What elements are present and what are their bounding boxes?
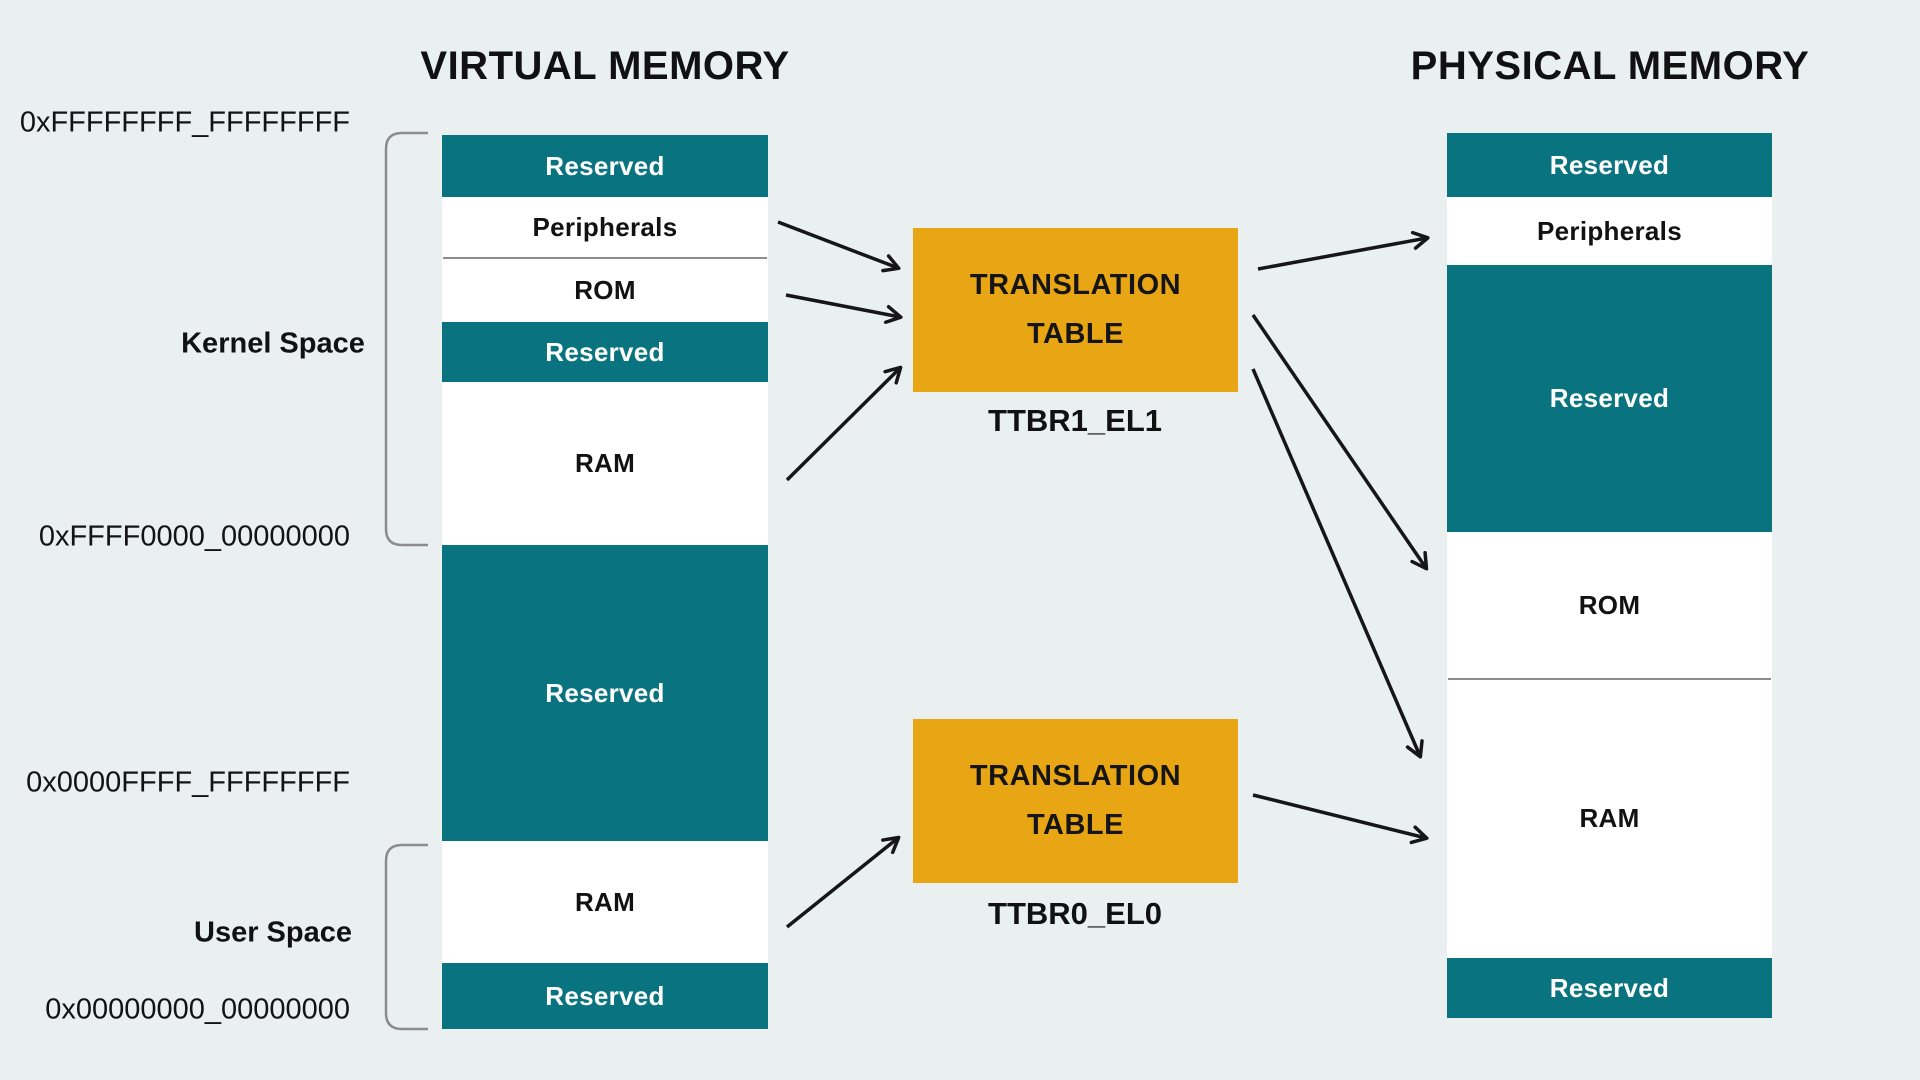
kernel-space-bracket [384,131,428,547]
ttbr1-register-label: TTBR1_EL1 [988,403,1162,438]
translation-table-ttbr0: TRANSLATION TABLE [913,719,1238,883]
translation-table-label-line2: TABLE [1026,318,1124,350]
segment-label: Reserved [545,150,665,181]
user-space-label: User Space [194,916,352,949]
physical-memory-title: PHYSICAL MEMORY [1410,44,1810,88]
arrow-ram-to-tt1 [785,365,903,482]
pm-segment-reserved-large: Reserved [1447,265,1772,532]
ttbr0-register-label: TTBR0_EL0 [988,896,1162,931]
segment-label: RAM [574,886,636,917]
vm-segment-ram-kernel: RAM [442,382,768,545]
address-label-kernel-bottom: 0xFFFF0000_00000000 [38,520,350,553]
segment-label: RAM [1579,803,1640,833]
vm-segment-rom: ROM [442,258,768,322]
segment-label: Reserved [545,677,665,708]
arrow-ram-to-tt0 [785,835,901,929]
virtual-memory-column: Reserved Peripherals ROM Reserved RAM Re… [442,135,768,1029]
segment-label: Reserved [545,336,665,367]
arrow-rom-to-tt1 [785,293,903,324]
arrow-peripherals-to-tt1 [777,220,901,273]
vm-segment-peripherals: Peripherals [442,197,768,258]
segment-label: Peripherals [1537,215,1682,246]
segment-label: ROM [1578,590,1641,620]
arrow-tt1-to-rom [1251,314,1429,571]
pm-segment-ram: RAM [1447,679,1772,958]
vm-segment-reserved-large: Reserved [442,545,768,841]
segment-label: Reserved [545,980,665,1011]
segment-label: RAM [574,448,636,478]
pm-segment-reserved-bottom: Reserved [1447,958,1772,1018]
translation-table-label-line1: TRANSLATION [969,269,1182,301]
segment-label: Peripherals [532,212,678,242]
segment-label: Reserved [1549,149,1670,180]
segment-label: Reserved [1549,972,1670,1003]
vm-segment-reserved-2: Reserved [442,322,768,382]
vm-segment-reserved-top: Reserved [442,135,768,197]
pm-segment-rom: ROM [1447,532,1772,679]
segment-label: ROM [574,274,636,305]
pm-segment-reserved-top: Reserved [1447,133,1772,197]
arrow-tt1-to-peripherals [1257,230,1430,271]
address-label-bottom: 0x00000000_00000000 [45,993,350,1026]
translation-table-ttbr1: TRANSLATION TABLE [913,228,1238,392]
vm-segment-reserved-bottom: Reserved [442,963,768,1029]
physical-memory-column: Reserved Peripherals Reserved ROM RAM Re… [1447,133,1772,1018]
translation-table-label-line1: TRANSLATION [969,760,1182,792]
translation-table-label-line2: TABLE [1026,809,1124,841]
arrow-tt0-to-ram [1252,793,1429,845]
virtual-memory-title: VIRTUAL MEMORY [420,44,790,88]
vm-segment-ram-user: RAM [442,841,768,963]
address-label-user-top: 0x0000FFFF_FFFFFFFF [26,766,350,799]
segment-label: Reserved [1549,383,1670,413]
arrow-tt1-to-ram [1251,368,1424,759]
address-label-top: 0xFFFFFFFF_FFFFFFFF [19,106,350,139]
pm-segment-peripherals: Peripherals [1447,197,1772,265]
kernel-space-label: Kernel Space [181,327,365,360]
user-space-bracket [384,843,428,1031]
